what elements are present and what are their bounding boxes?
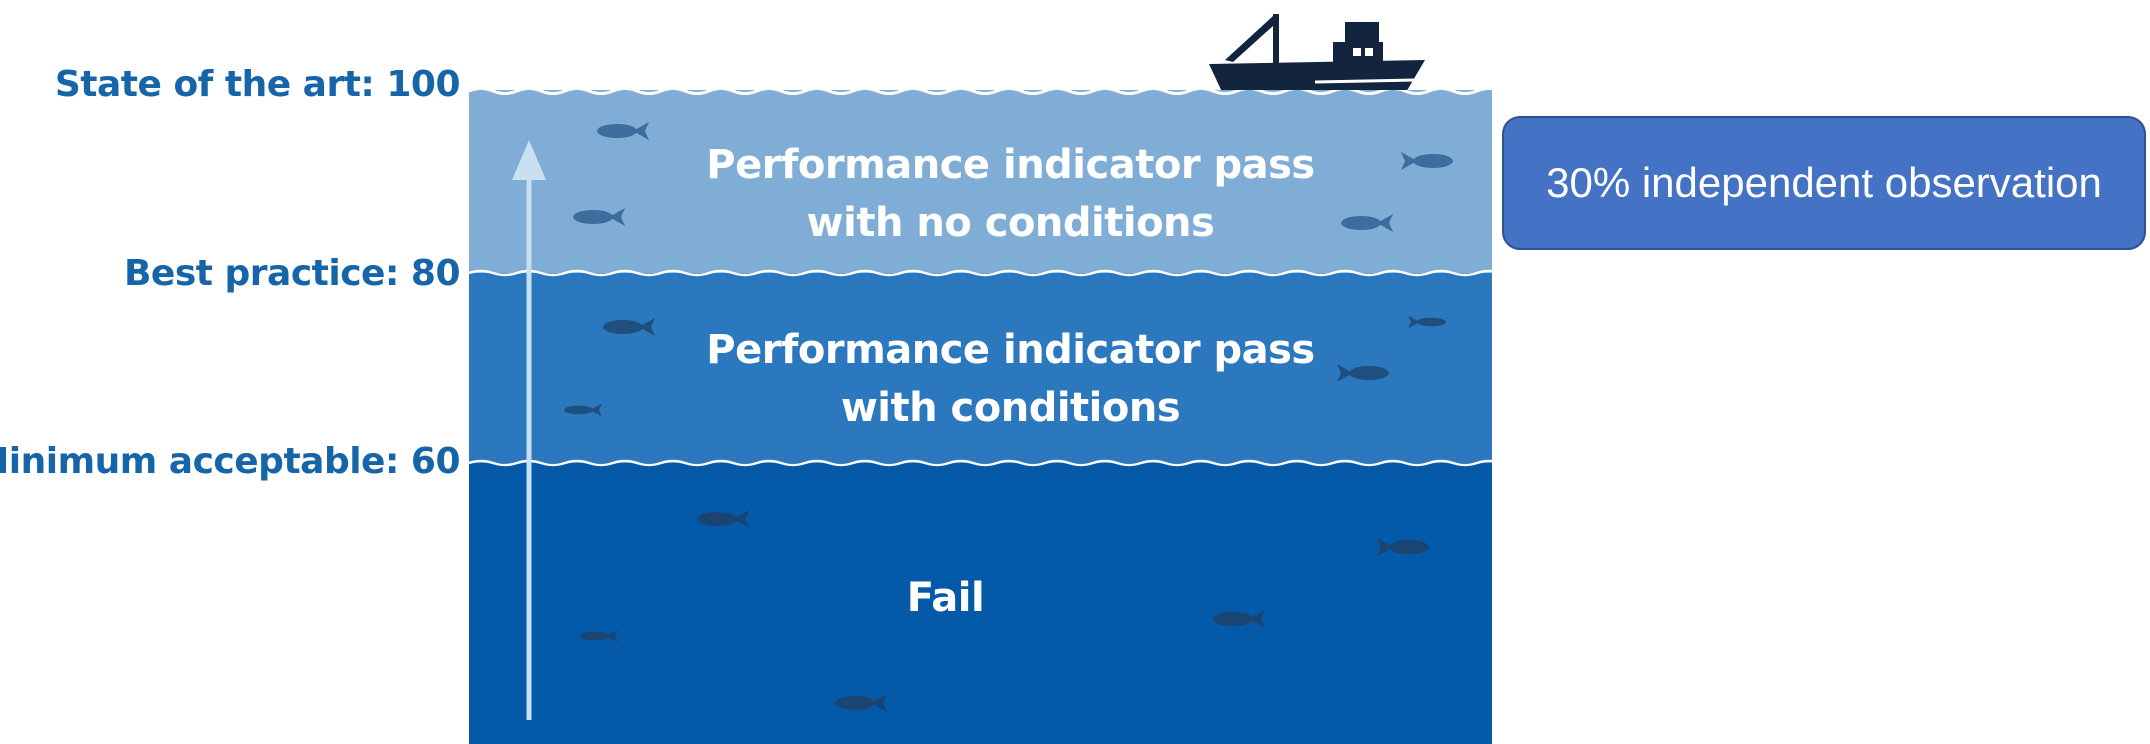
fish-icon — [597, 122, 649, 140]
band-pass-with-conditions-line1: Performance indicator pass — [706, 327, 1315, 373]
fish-icon — [603, 318, 655, 336]
band-pass-no-conditions-label: Performance indicator pass with no condi… — [529, 136, 1492, 252]
band-pass-no-conditions: Performance indicator pass with no condi… — [469, 90, 1492, 273]
band-fail: Fail — [469, 463, 1492, 744]
band-pass-with-conditions-label: Performance indicator pass with conditio… — [529, 321, 1492, 437]
callout-text: 30% independent observation — [1546, 159, 2102, 206]
fish-icon — [1341, 214, 1393, 232]
band-pass-with-conditions: Performance indicator pass with conditio… — [469, 273, 1492, 463]
fishing-boat-icon — [1209, 14, 1425, 94]
threshold-label-minimum-acceptable: Minimum acceptable: 60 — [0, 441, 460, 482]
fish-icon — [573, 208, 625, 226]
scale-up-arrow-icon — [512, 140, 546, 720]
fish-icon — [1401, 152, 1453, 170]
boundary-wave-60 — [469, 459, 1492, 467]
fish-icon — [580, 629, 618, 643]
fish-icon — [835, 694, 887, 712]
independent-observation-callout: 30% independent observation — [1502, 116, 2146, 250]
threshold-label-state-of-the-art: State of the art: 100 — [54, 64, 461, 105]
band-pass-with-conditions-line2: with conditions — [840, 385, 1181, 431]
fish-icon — [697, 510, 749, 528]
fish-icon — [1213, 610, 1265, 628]
band-pass-no-conditions-line2: with no conditions — [806, 200, 1215, 246]
fish-icon — [1377, 538, 1429, 556]
fish-icon — [1337, 364, 1389, 382]
performance-scale-diagram: Performance indicator pass with no condi… — [469, 90, 1492, 744]
surface-wave — [469, 90, 1492, 95]
band-fail-label: Fail — [906, 575, 985, 621]
threshold-label-best-practice: Best practice: 80 — [123, 253, 461, 294]
band-pass-no-conditions-line1: Performance indicator pass — [706, 142, 1315, 188]
fish-icon — [1408, 315, 1446, 329]
boundary-wave-80 — [469, 269, 1492, 277]
fish-icon — [564, 403, 602, 417]
